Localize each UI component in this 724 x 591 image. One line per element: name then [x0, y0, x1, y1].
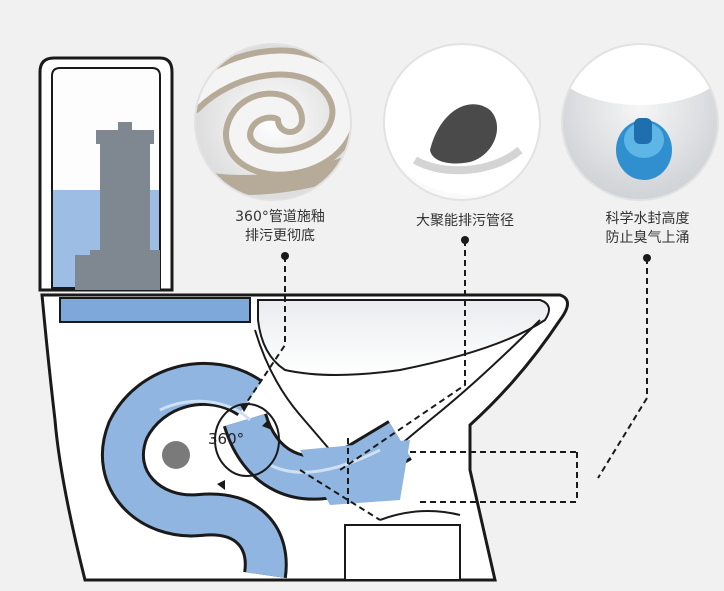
- callout-pipe-label: 360°管道施釉 排污更彻底: [220, 208, 340, 246]
- detail-circle-water-seal: [561, 43, 719, 201]
- seal-diagonal: [299, 469, 381, 521]
- water-seal-pool: [300, 440, 410, 505]
- s-trap-water: [103, 364, 285, 578]
- callout-drain-line1: 大聚能排污管径: [416, 213, 514, 229]
- detail-circle-drain: [383, 43, 541, 201]
- callout-seal-line2: 防止臭气上涌: [605, 230, 690, 246]
- callout-pipe-line1: 360°管道施釉: [235, 209, 325, 225]
- flush-valve: [75, 122, 160, 290]
- callout-pipe-line2: 排污更彻底: [245, 228, 315, 244]
- rotation-arrow: [214, 402, 280, 490]
- rotation-label: 360°: [208, 430, 245, 448]
- callout-drain-label: 大聚能排污管径: [400, 212, 530, 231]
- leader-lines: [244, 240, 648, 521]
- callout-seal-label: 科学水封高度 防止臭气上涌: [585, 210, 710, 248]
- leader-line-drain: [339, 240, 466, 471]
- toilet-body: [38, 56, 569, 582]
- leader-line-seal: [597, 258, 648, 479]
- drain-hole: [162, 441, 190, 469]
- leader-dots: [281, 236, 651, 262]
- callout-seal-line1: 科学水封高度: [605, 211, 690, 227]
- detail-circle-pipe: [194, 43, 352, 201]
